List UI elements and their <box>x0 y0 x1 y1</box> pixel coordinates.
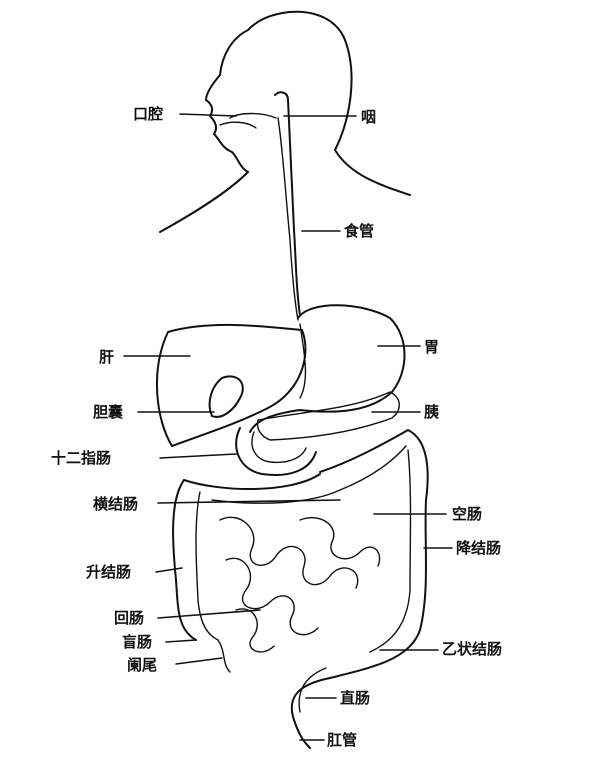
rectum-outline <box>290 667 331 749</box>
label-sigmoid-colon: 乙状结肠 <box>442 640 503 658</box>
label-ascending-colon: 升结肠 <box>86 563 132 581</box>
gallbladder-outline <box>208 375 244 418</box>
label-pancreas: 胰 <box>424 403 440 421</box>
label-jejunum: 空肠 <box>452 505 483 523</box>
label-oral-cavity: 口腔 <box>133 105 164 123</box>
label-liver: 肝 <box>99 348 115 366</box>
label-stomach: 胃 <box>424 338 440 356</box>
label-ileum: 回肠 <box>114 609 145 627</box>
duodenum-outline <box>235 427 317 476</box>
leader-lines <box>123 113 453 741</box>
label-descending-colon: 降结肠 <box>456 539 502 557</box>
small-intestine-coils <box>219 516 381 653</box>
liver-outline <box>155 323 307 447</box>
label-appendix: 阑尾 <box>127 656 158 674</box>
label-gallbladder: 胆囊 <box>93 403 124 421</box>
esophagus-tube <box>229 91 301 321</box>
label-transverse-colon: 横结肠 <box>93 495 139 513</box>
label-esophagus: 食管 <box>344 222 375 240</box>
label-rectum: 直肠 <box>340 689 371 707</box>
label-cecum: 盲肠 <box>122 633 153 651</box>
large-intestine-outline <box>172 429 429 679</box>
label-pharynx: 咽 <box>361 108 377 126</box>
label-duodenum: 十二指肠 <box>51 449 112 467</box>
label-anal-canal: 肛管 <box>327 731 358 749</box>
head-neck-outline <box>159 10 411 233</box>
pancreas-outline <box>256 391 400 441</box>
stomach-outline <box>249 304 406 433</box>
